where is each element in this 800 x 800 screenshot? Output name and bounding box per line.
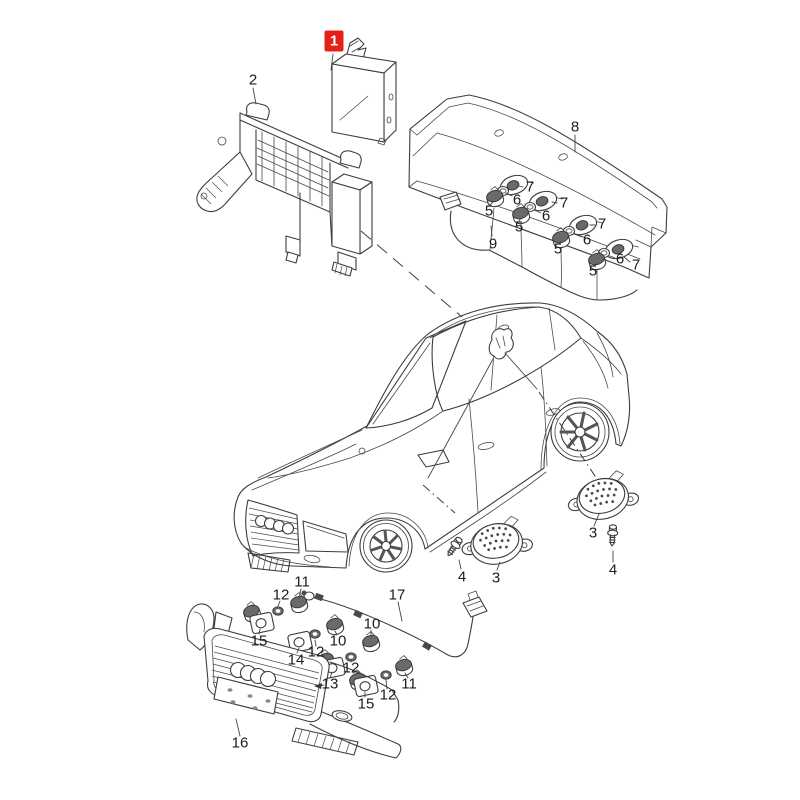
sensor-ring (309, 629, 321, 639)
sensor-ring (380, 670, 392, 680)
bracket-arm (196, 151, 253, 213)
front-wheel (359, 519, 413, 573)
buzzer-screw-right (606, 523, 619, 547)
washer-nozzle (358, 447, 366, 455)
windshield (365, 320, 467, 429)
front-sensor (392, 653, 415, 678)
sensor-holder (248, 611, 276, 635)
callout-6a: 6 (512, 191, 522, 209)
callout-16: 16 (231, 734, 249, 752)
callout-11a: 11 (294, 573, 310, 591)
callout-12c: 12 (342, 659, 360, 677)
warning-buzzer-right (562, 466, 643, 528)
callout-11b: 11 (401, 675, 417, 693)
headlight (302, 520, 349, 553)
callout-7d: 7 (631, 256, 641, 274)
door-handle (477, 442, 495, 450)
callout-3r: 3 (588, 524, 598, 542)
callout-5d: 5 (588, 262, 598, 280)
warning-buzzer-left (456, 512, 536, 572)
rear-harness-drawing (439, 191, 638, 301)
callout-7b: 7 (559, 194, 569, 212)
callout-7c: 7 (597, 215, 607, 233)
callout-9: 9 (488, 235, 498, 253)
audi-rings (254, 514, 295, 535)
callout-6b: 6 (541, 207, 551, 225)
callout-12a: 12 (272, 586, 290, 604)
callout-2: 2 (248, 71, 258, 89)
callout-5c: 5 (553, 240, 563, 258)
front-harness-connector (462, 596, 488, 618)
callout-6d: 6 (615, 250, 625, 268)
bracket-tab (245, 102, 270, 121)
callout-13: 13 (321, 675, 339, 693)
rear-wheel (550, 402, 610, 462)
callout-1: 1 (324, 30, 344, 52)
plate-mount (213, 676, 279, 715)
callout-10b: 10 (363, 615, 381, 633)
control-module-drawing (331, 37, 397, 146)
callout-13-arrowhead (314, 683, 322, 689)
callout-12d: 12 (379, 686, 397, 704)
annotation-lines (360, 230, 598, 514)
buzzer-screw-left (443, 534, 465, 559)
callout-17: 17 (388, 586, 406, 604)
callout-3l: 3 (491, 569, 501, 587)
callout-15a: 15 (250, 632, 268, 650)
callout-5a: 5 (484, 202, 494, 220)
car-drawing (233, 302, 631, 573)
callout-6c: 6 (582, 231, 592, 249)
bracket-lattice (256, 131, 330, 207)
bumper-audi-rings (229, 661, 277, 688)
callout-4r: 4 (608, 561, 618, 579)
fog-lamp (303, 554, 321, 564)
callout-15b: 15 (357, 695, 375, 713)
headlight-washer (331, 710, 353, 722)
callout-12b: 12 (307, 643, 325, 661)
rear-bumper-drawing (408, 94, 668, 279)
callout-10a: 10 (329, 632, 347, 650)
front-harness-drawing (301, 590, 488, 658)
callout-5b: 5 (514, 218, 524, 236)
callout-4l: 4 (457, 568, 467, 586)
sensor-ring (272, 606, 284, 616)
callout-14: 14 (287, 651, 305, 669)
mounting-bracket-drawing (196, 102, 373, 277)
buzzer-location-marker (488, 324, 514, 360)
callout-8: 8 (570, 118, 580, 136)
bracket-tab (339, 150, 362, 169)
side-windows (431, 306, 582, 412)
car-body-outline (233, 302, 631, 569)
leader-lines (235, 53, 631, 737)
rear-harness-connector (439, 191, 462, 211)
sensor-holder (352, 674, 380, 698)
callout-7a: 7 (525, 178, 535, 196)
car-grille (245, 499, 300, 557)
